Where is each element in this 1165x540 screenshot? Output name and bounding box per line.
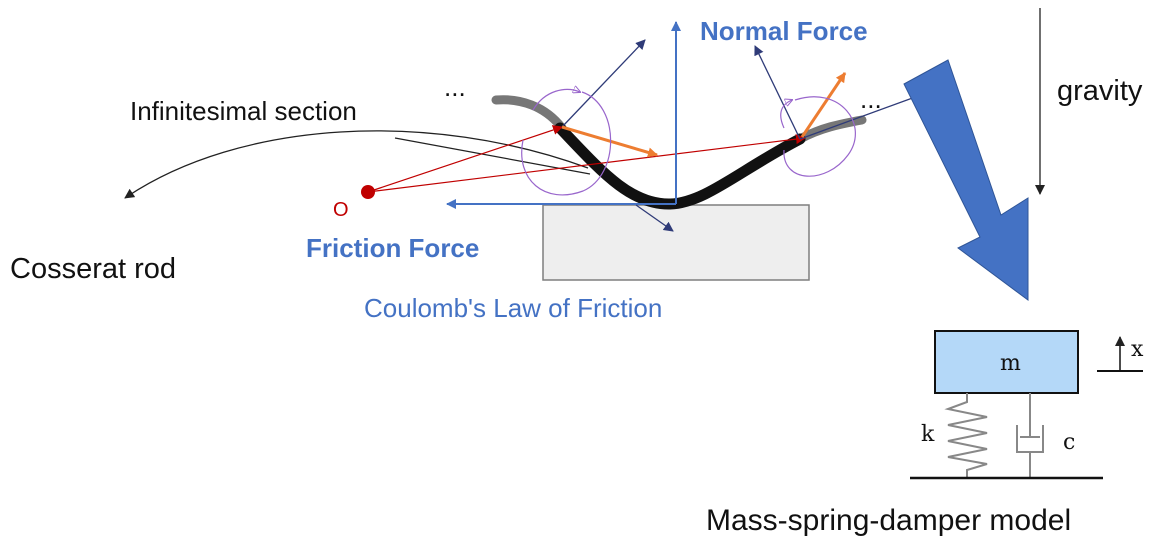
mass-label: m bbox=[1000, 351, 1021, 376]
moment-circle-left bbox=[521, 91, 612, 196]
gravity-label: gravity bbox=[1057, 75, 1143, 107]
damping-label: c bbox=[1063, 430, 1075, 455]
origin-label: O bbox=[333, 199, 349, 221]
mass-block bbox=[934, 330, 1079, 394]
position-vector-right bbox=[367, 134, 806, 193]
spring-constant-label: k bbox=[921, 422, 935, 447]
orange-arrow-right bbox=[800, 72, 847, 138]
transition-block-arrow bbox=[903, 59, 1029, 301]
ground-block bbox=[542, 204, 810, 281]
tangent-arrow-bottom bbox=[635, 204, 674, 232]
cosserat-rod-label: Cosserat rod bbox=[10, 253, 176, 285]
orange-arrow-left bbox=[561, 125, 658, 158]
director-arrow-right-up bbox=[754, 45, 801, 140]
moment-circle-right-top bbox=[780, 100, 792, 129]
position-vector-left bbox=[367, 125, 563, 193]
friction-force-label: Friction Force bbox=[306, 233, 479, 263]
model-caption: Mass-spring-damper model bbox=[706, 504, 1071, 537]
origin-point bbox=[361, 185, 375, 199]
moment-circle-left-top bbox=[532, 89, 580, 111]
spring bbox=[944, 393, 988, 478]
cosserat-rod-arrow bbox=[124, 130, 589, 199]
ellipsis-left: ... bbox=[444, 72, 466, 102]
displacement-label: x bbox=[1131, 337, 1144, 362]
rod-end-left bbox=[491, 95, 567, 133]
normal-force-label: Normal Force bbox=[700, 16, 868, 46]
director-arrow-left bbox=[561, 39, 646, 128]
moment-circle-right bbox=[783, 96, 856, 177]
cosserat-rod-segment bbox=[554, 122, 806, 210]
coulomb-law-label: Coulomb's Law of Friction bbox=[364, 293, 662, 323]
ellipsis-right: ... bbox=[860, 84, 882, 114]
infinitesimal-section-label: Infinitesimal section bbox=[130, 96, 357, 126]
